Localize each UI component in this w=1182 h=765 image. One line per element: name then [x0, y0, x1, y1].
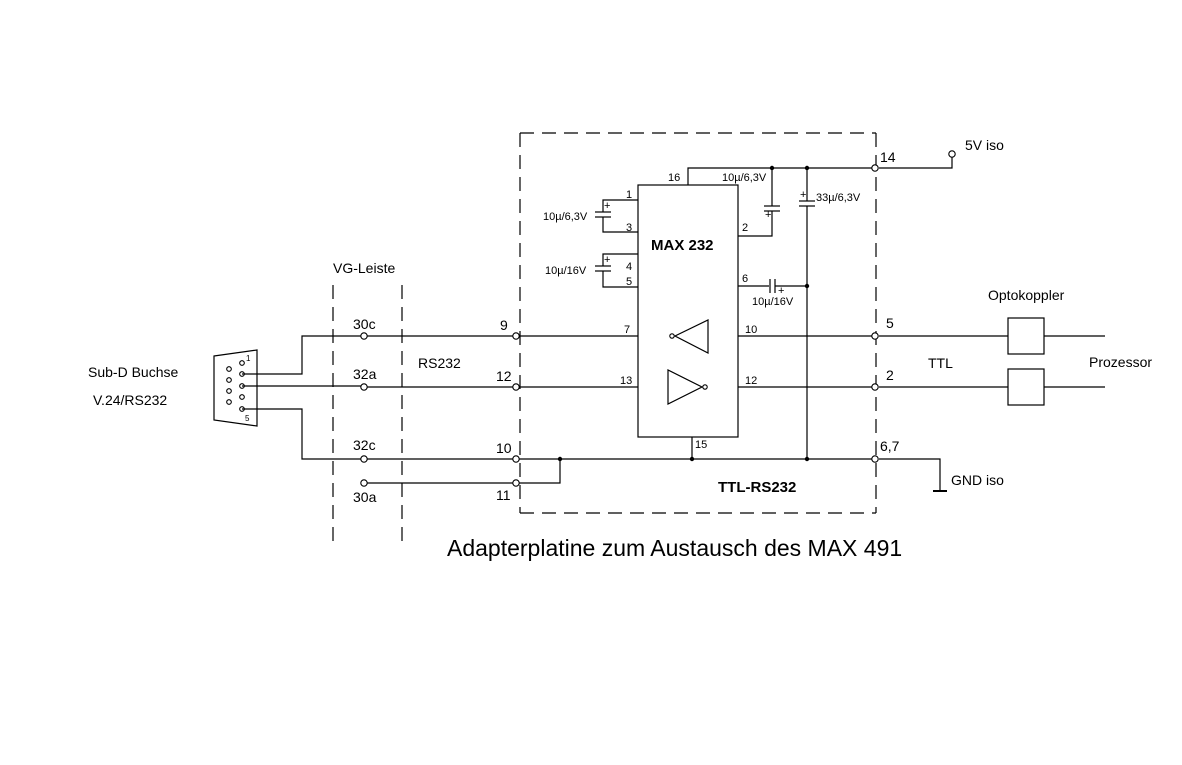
svg-text:+: + — [604, 200, 610, 212]
cap-c1-label: 10µ/6,3V — [543, 211, 588, 223]
optocoupler-boxes — [1007, 317, 1045, 406]
pin-6: 6 — [742, 273, 748, 285]
general-labels: 5V iso GND iso VG-Leiste Sub-D Buchse V.… — [88, 137, 1152, 561]
vg-pin-30a: 30a — [353, 489, 377, 505]
subd-label-line2: V.24/RS232 — [93, 392, 167, 408]
ttl-label: TTL — [928, 355, 953, 371]
pin-1: 1 — [626, 189, 632, 201]
caption: Adapterplatine zum Austausch des MAX 491 — [447, 535, 902, 561]
board-pin-2: 2 — [886, 367, 894, 383]
board-name-label: TTL-RS232 — [718, 479, 796, 496]
pin-15: 15 — [695, 439, 707, 451]
cap-c4-label: 33µ/6,3V — [816, 192, 861, 204]
max232-ic — [595, 167, 872, 459]
vg-pin-32c: 32c — [353, 437, 376, 453]
subd-wires — [242, 335, 362, 460]
svg-text:+: + — [604, 254, 610, 266]
capacitor-labels: 10µ/6,3V 10µ/16V 10µ/6,3V 33µ/6,3V 10µ/1… — [543, 172, 861, 308]
junction-dots — [557, 165, 810, 462]
optocoupler-label: Optokoppler — [988, 287, 1065, 303]
processor-label: Prozessor — [1089, 354, 1152, 370]
vg-pin-30c: 30c — [353, 316, 376, 332]
pin-5: 5 — [626, 276, 632, 288]
pin-7: 7 — [624, 324, 630, 336]
subd-label-line1: Sub-D Buchse — [88, 364, 178, 380]
vg-terminals — [360, 332, 368, 487]
svg-text:+: + — [765, 209, 771, 221]
cap-c5-label: 10µ/16V — [752, 296, 794, 308]
subd-pin-top: 1 — [246, 354, 251, 363]
board-pin-12: 12 — [496, 368, 512, 384]
vg-leiste-label: VG-Leiste — [333, 260, 395, 276]
pin-12: 12 — [745, 375, 757, 387]
board-pin-14: 14 — [880, 149, 896, 165]
cap-c3-label: 10µ/6,3V — [722, 172, 767, 184]
subd-pin-bottom: 5 — [245, 414, 250, 423]
board-pin-6-7: 6,7 — [880, 438, 900, 454]
vg-pin-32a: 32a — [353, 366, 377, 382]
svg-text:+: + — [778, 285, 784, 297]
polarity-marks: + + + + + — [604, 189, 806, 297]
board-pin-11: 11 — [496, 487, 511, 503]
subd-connector: 1 5 — [213, 349, 258, 427]
rs232-label: RS232 — [418, 355, 461, 371]
cap-c2-label: 10µ/16V — [545, 265, 587, 277]
pin-10: 10 — [745, 324, 757, 336]
ic-pin-numbers: 1 3 4 5 7 13 16 2 6 10 12 15 — [620, 172, 757, 451]
pin-4: 4 — [626, 261, 632, 273]
board-pin-10: 10 — [496, 440, 512, 456]
board-terminals — [512, 150, 956, 487]
svg-text:+: + — [800, 189, 806, 201]
pin-13: 13 — [620, 375, 632, 387]
supply-label: 5V iso — [965, 137, 1004, 153]
ic-name: MAX 232 — [651, 237, 714, 254]
board-pin-5: 5 — [886, 315, 894, 331]
pin-16: 16 — [668, 172, 680, 184]
vg-pin-labels: 30c 32a 32c 30a — [353, 316, 377, 505]
board-outline — [519, 132, 877, 514]
pin-2: 2 — [742, 222, 748, 234]
board-pin-9: 9 — [500, 317, 508, 333]
signal-lines — [367, 157, 1105, 492]
pin-3: 3 — [626, 222, 632, 234]
board-pin-labels: 9 12 10 11 14 5 2 6,7 — [496, 149, 900, 503]
ground-label: GND iso — [951, 472, 1004, 488]
